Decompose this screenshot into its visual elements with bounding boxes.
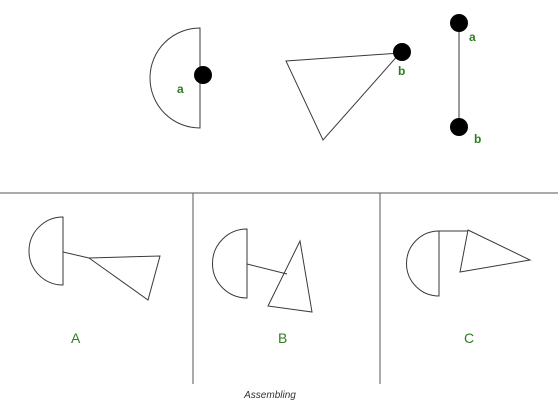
- triangle-part: b: [285, 43, 411, 141]
- connector-bottom-dot: [450, 118, 468, 136]
- connector-top-dot: [450, 14, 468, 32]
- semicircle-part: a: [149, 27, 212, 129]
- semicircle-point-label: a: [177, 82, 184, 96]
- option-c-label: C: [464, 330, 474, 346]
- triangle-point-b-dot: [393, 43, 411, 61]
- option-b-label: B: [278, 330, 287, 346]
- connector-bottom-label: b: [474, 132, 481, 146]
- option-a-figure: [28, 216, 161, 301]
- option-c-figure: [406, 229, 532, 297]
- option-a-label: A: [71, 330, 81, 346]
- triangle-point-label: b: [398, 64, 405, 78]
- option-b-figure: [212, 228, 313, 313]
- connector-top-label: a: [469, 30, 476, 44]
- figure-caption: Assembling: [243, 390, 296, 401]
- semicircle-point-a-dot: [194, 66, 212, 84]
- connector-part: a b: [450, 14, 481, 146]
